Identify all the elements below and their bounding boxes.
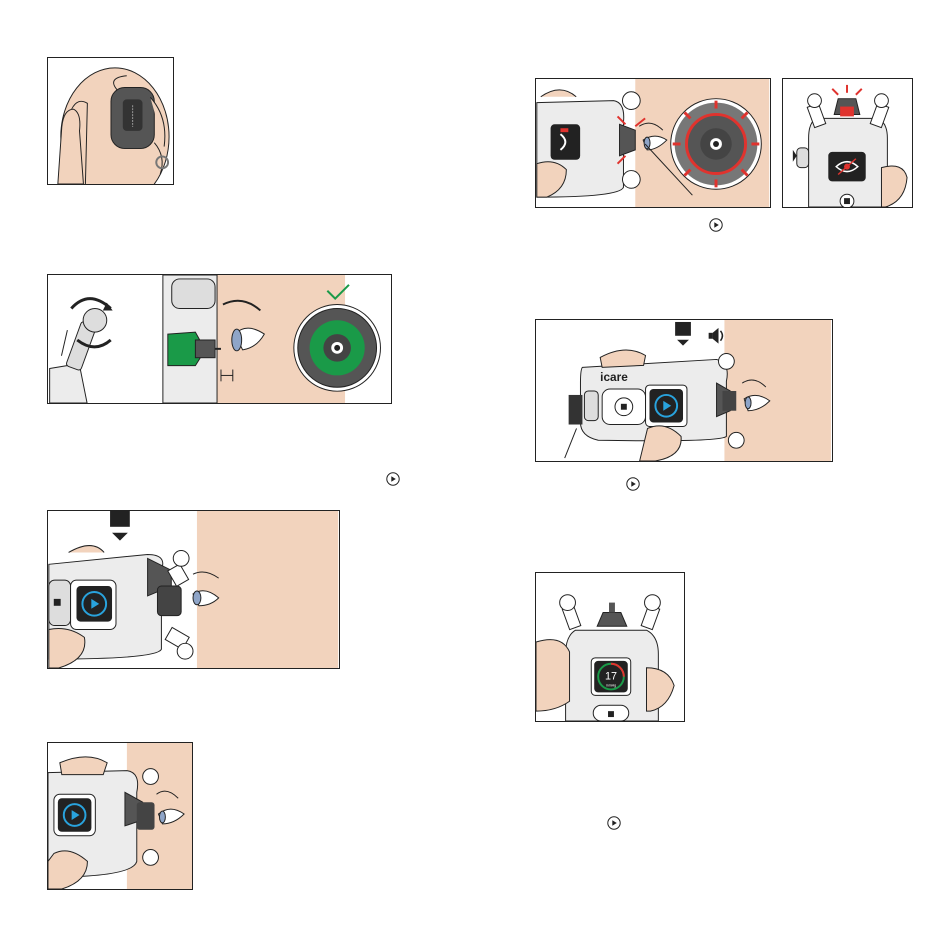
figure-error-indicator <box>782 78 913 208</box>
figure-measuring <box>47 742 193 890</box>
play-icon <box>626 477 640 491</box>
reading-value: 17 <box>605 671 617 683</box>
figure-alignment-alert <box>535 78 771 208</box>
brand-label: icare <box>600 370 628 384</box>
figure-adjust-distance <box>47 274 392 404</box>
reading-unit: mmHg <box>606 683 616 687</box>
figure-measurement-sound: icare <box>535 319 833 462</box>
figure-cover-eye <box>47 57 174 185</box>
play-icon <box>607 816 621 830</box>
play-icon <box>386 472 400 486</box>
figure-start-measurement <box>47 510 340 669</box>
figure-reading-display: 17 mmHg <box>535 572 685 722</box>
play-icon <box>709 218 723 232</box>
